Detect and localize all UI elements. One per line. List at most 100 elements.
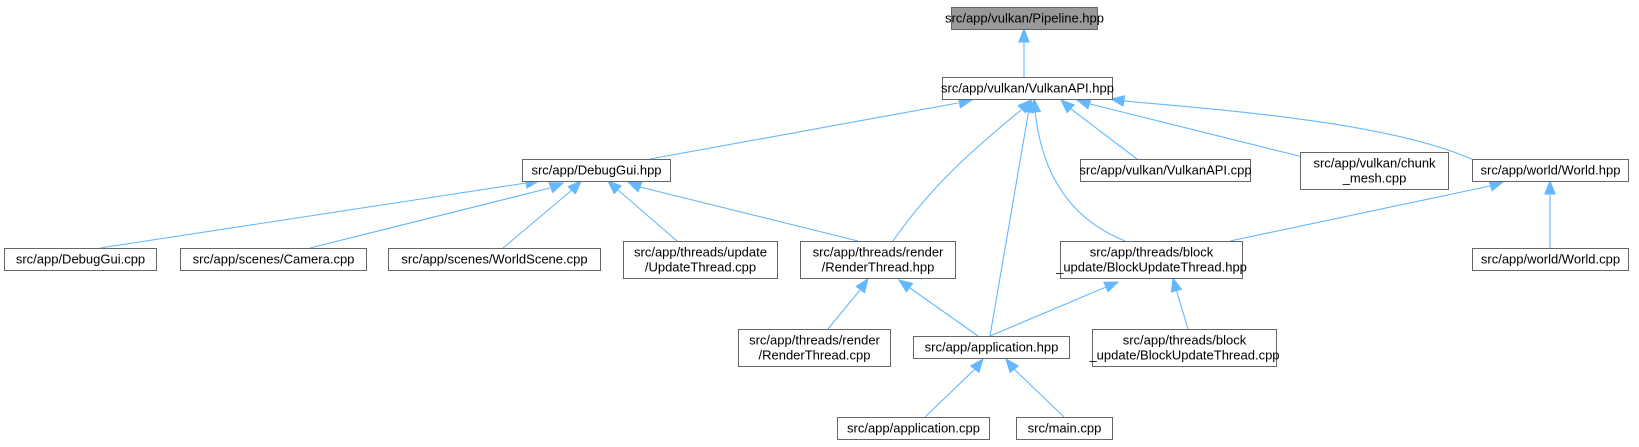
node-chunk_mesh_cpp[interactable]: src/app/vulkan/chunk_mesh.cpp <box>1300 152 1449 190</box>
edge-application_hpp-to-blockupdatethread_hpp <box>989 281 1120 337</box>
node-blockupdatethread_hpp[interactable]: src/app/threads/block_update/BlockUpdate… <box>1055 241 1247 279</box>
edge-line <box>1013 368 1065 418</box>
node-label: src/app/vulkan/chunk <box>1313 156 1436 171</box>
node-box <box>942 77 1113 100</box>
edge-camera_cpp-to-debuggui_hpp <box>309 182 565 249</box>
edge-vulkanapi_cpp-to-vulkanapi_hpp <box>1059 99 1138 160</box>
node-box <box>623 241 778 279</box>
node-label: /UpdateThread.cpp <box>645 260 756 275</box>
edge-line <box>1175 288 1189 330</box>
edge-vulkanapi_hpp-to-pipeline_hpp <box>1018 27 1030 77</box>
node-label: /RenderThread.hpp <box>822 260 935 275</box>
node-box <box>1300 152 1449 190</box>
arrowhead-icon <box>897 279 914 293</box>
nodes-layer: src/app/vulkan/Pipeline.hpp src/app/vulka… <box>4 7 1629 440</box>
node-box <box>837 417 990 440</box>
node-label: src/main.cpp <box>1028 421 1102 436</box>
arrowhead-icon <box>1059 99 1076 114</box>
edge-updatethread_cpp-to-debuggui_hpp <box>606 180 678 242</box>
arrowhead-icon <box>1005 357 1020 374</box>
node-vulkanapi_cpp[interactable]: src/app/vulkan/VulkanAPI.cpp <box>1079 159 1252 182</box>
arrowhead-icon <box>1109 95 1126 107</box>
node-main_cpp[interactable]: src/main.cpp <box>1016 417 1113 440</box>
node-box <box>1060 241 1243 279</box>
edge-blockupdatethread_cpp-to-blockupdatethread_hpp <box>1170 276 1189 330</box>
edge-world_hpp-to-vulkanapi_hpp <box>1109 95 1479 163</box>
edges-layer <box>99 27 1556 418</box>
node-label: src/app/world/World.hpp <box>1481 163 1621 178</box>
node-box <box>738 329 891 367</box>
edge-line <box>1229 185 1491 242</box>
node-debuggui_cpp[interactable]: src/app/DebugGui.cpp <box>4 248 157 271</box>
arrowhead-icon <box>1488 180 1505 192</box>
node-box <box>913 336 1070 359</box>
edge-line <box>892 109 1022 242</box>
node-label: src/app/threads/block <box>1123 333 1247 348</box>
edge-debuggui_cpp-to-debuggui_hpp <box>99 177 541 249</box>
node-renderthread_hpp[interactable]: src/app/threads/render/RenderThread.hpp <box>800 241 956 279</box>
edge-worldscene_cpp-to-debuggui_hpp <box>502 180 582 249</box>
arrowhead-icon <box>548 182 565 194</box>
edge-main_cpp-to-application_hpp <box>1005 357 1065 418</box>
node-label: _update/BlockUpdateThread.hpp <box>1055 260 1247 275</box>
node-camera_cpp[interactable]: src/app/scenes/Camera.cpp <box>180 248 367 271</box>
node-box <box>180 248 367 271</box>
node-world_cpp[interactable]: src/app/world/World.cpp <box>1472 248 1629 271</box>
node-box <box>1472 248 1629 271</box>
edge-line <box>924 368 976 418</box>
node-label: src/app/threads/render <box>813 245 944 260</box>
arrowhead-icon <box>1018 27 1030 43</box>
edge-line <box>989 286 1107 337</box>
node-label: src/app/threads/block <box>1090 245 1214 260</box>
edge-line <box>309 187 551 249</box>
node-application_cpp[interactable]: src/app/application.cpp <box>837 417 990 440</box>
node-box <box>522 159 671 182</box>
node-label: src/app/application.cpp <box>847 421 980 436</box>
node-renderthread_cpp[interactable]: src/app/threads/render/RenderThread.cpp <box>738 329 891 367</box>
node-worldscene_cpp[interactable]: src/app/scenes/WorldScene.cpp <box>388 248 601 271</box>
arrowhead-icon <box>606 180 623 195</box>
node-label: src/app/vulkan/VulkanAPI.cpp <box>1079 163 1251 178</box>
edge-line <box>502 189 573 249</box>
node-pipeline_hpp[interactable]: src/app/vulkan/Pipeline.hpp <box>945 7 1104 30</box>
node-label: src/app/DebugGui.cpp <box>16 252 145 267</box>
arrowhead-icon <box>1103 281 1120 293</box>
edge-blockupdatethread_hpp-to-vulkanapi_hpp <box>1029 97 1126 242</box>
node-debuggui_hpp[interactable]: src/app/DebugGui.hpp <box>522 159 671 182</box>
edge-application_hpp-to-renderthread_hpp <box>897 279 979 337</box>
node-label: src/app/vulkan/VulkanAPI.hpp <box>941 81 1114 96</box>
edge-application_cpp-to-application_hpp <box>924 357 984 418</box>
node-box <box>1080 159 1251 182</box>
edge-line <box>617 189 678 242</box>
arrowhead-icon <box>1170 276 1183 293</box>
edge-line <box>989 108 1030 337</box>
node-box <box>1092 329 1277 367</box>
node-box <box>4 248 157 271</box>
arrowhead-icon <box>567 180 582 195</box>
node-box <box>1016 417 1113 440</box>
node-world_hpp[interactable]: src/app/world/World.hpp <box>1472 159 1629 182</box>
arrowhead-icon <box>969 357 984 374</box>
node-box <box>951 7 1098 30</box>
edge-line <box>1034 109 1126 242</box>
edge-line <box>909 287 979 337</box>
node-label: src/app/scenes/WorldScene.cpp <box>401 252 587 267</box>
node-box <box>800 241 956 279</box>
node-updatethread_cpp[interactable]: src/app/threads/update/UpdateThread.cpp <box>623 241 778 279</box>
node-box <box>388 248 601 271</box>
arrowhead-icon <box>855 277 869 294</box>
edge-renderthread_hpp-to-debuggui_hpp <box>626 181 859 242</box>
node-label: /RenderThread.cpp <box>758 348 870 363</box>
edge-renderthread_cpp-to-renderthread_hpp <box>827 277 869 330</box>
node-label: src/app/vulkan/Pipeline.hpp <box>945 11 1104 26</box>
arrowhead-icon <box>1544 179 1556 195</box>
edge-line <box>827 289 861 330</box>
node-label: src/app/application.hpp <box>925 340 1059 355</box>
edge-application_hpp-to-vulkanapi_hpp <box>989 97 1035 337</box>
node-vulkanapi_hpp[interactable]: src/app/vulkan/VulkanAPI.hpp <box>941 77 1114 100</box>
node-label: src/app/world/World.cpp <box>1481 252 1620 267</box>
arrowhead-icon <box>1075 98 1092 110</box>
node-application_hpp[interactable]: src/app/application.hpp <box>913 336 1070 359</box>
node-blockupdatethread_cpp[interactable]: src/app/threads/block_update/BlockUpdate… <box>1088 329 1280 367</box>
